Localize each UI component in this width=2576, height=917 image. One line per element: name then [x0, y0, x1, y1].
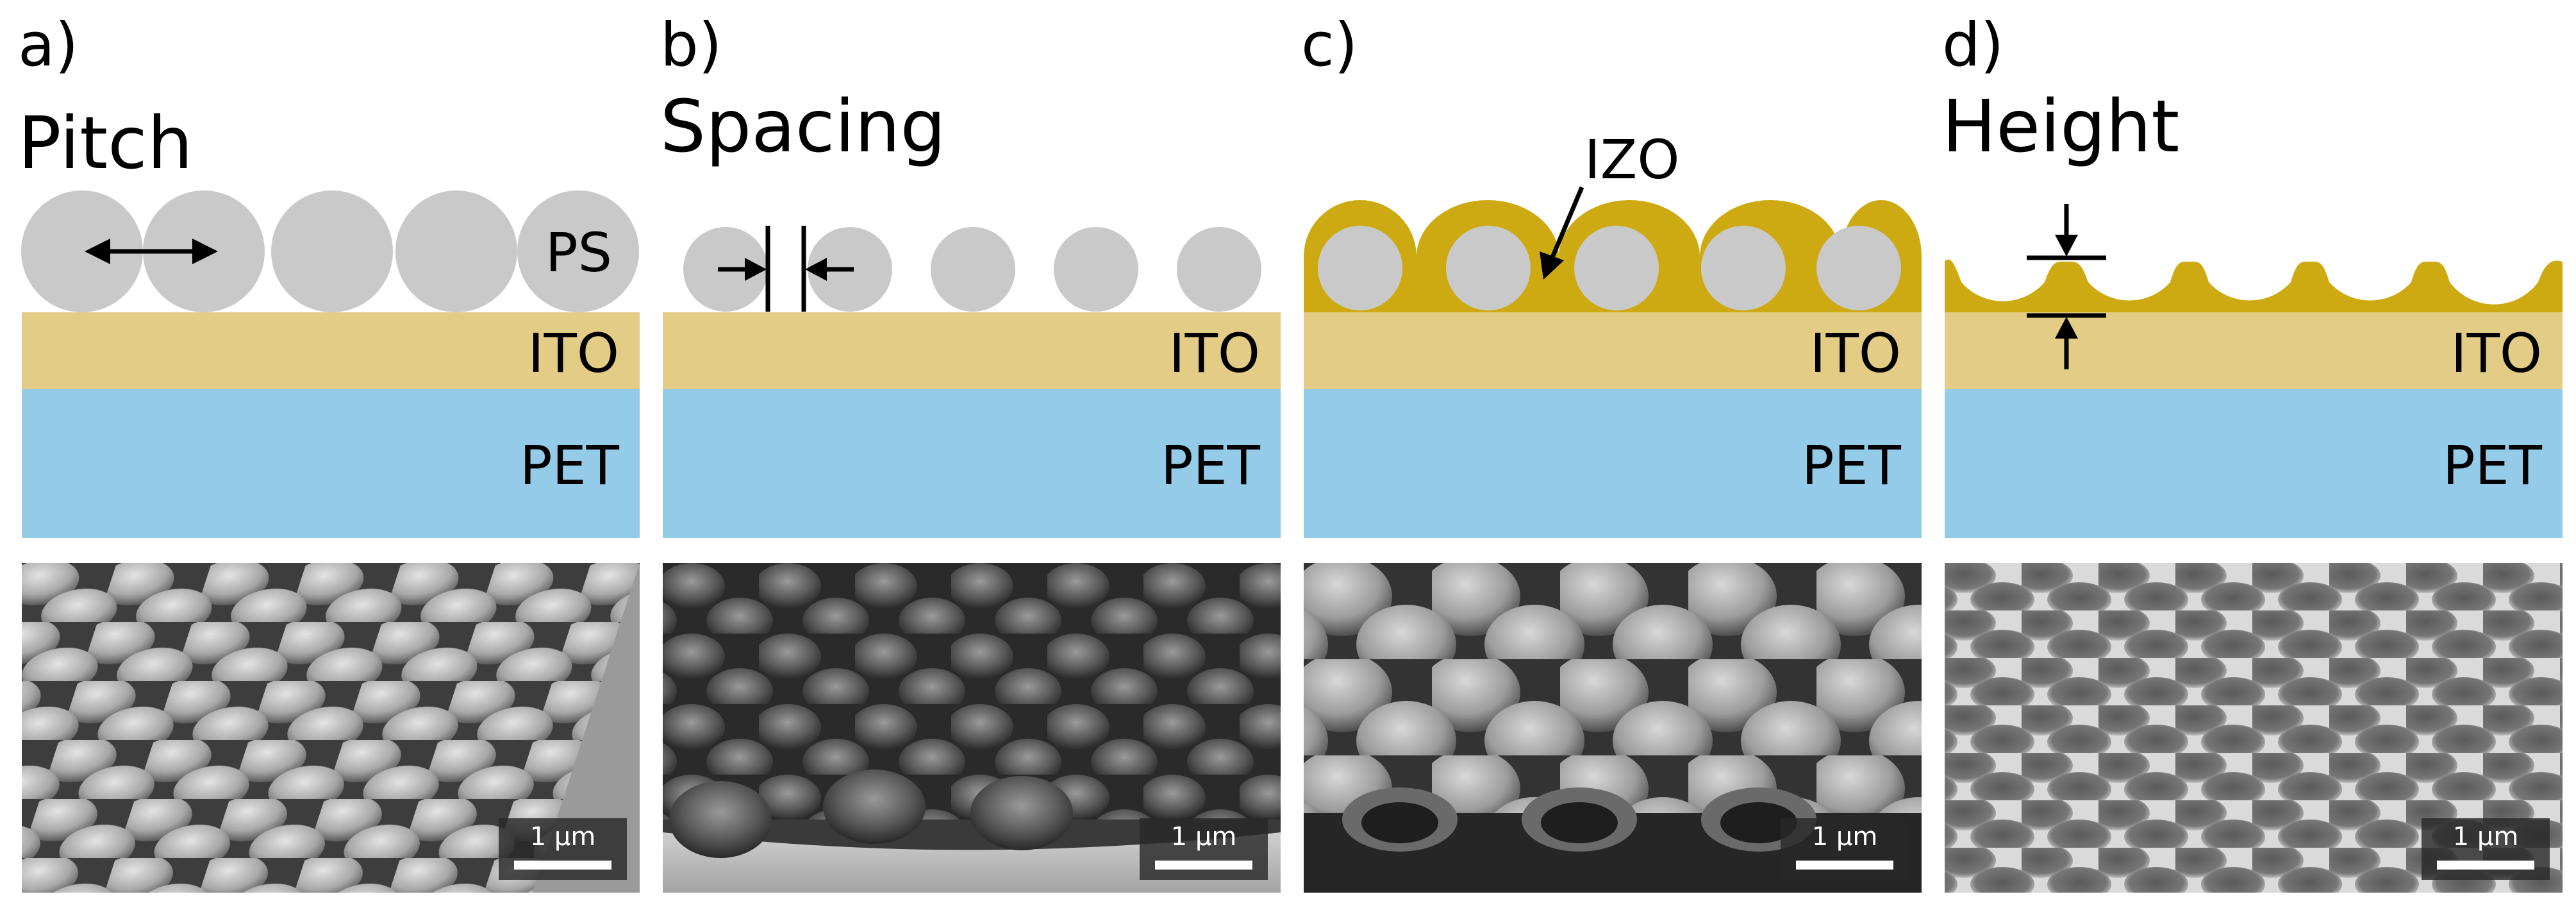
- ps-sphere: [271, 190, 393, 312]
- panel-b-scalebar-label: 1 μm: [1170, 822, 1237, 852]
- panel-c-ps-spheres: [1318, 226, 1901, 310]
- panel-b-ito-label: ITO: [1169, 322, 1260, 385]
- panel-c-pet-label: PET: [1802, 434, 1902, 497]
- ps-sphere: [1446, 226, 1531, 310]
- panel-c-izo-label: IZO: [1584, 128, 1679, 191]
- panel-d-scalebar: 1 μm: [2422, 818, 2550, 880]
- panel-b-pet-label: PET: [1161, 434, 1261, 497]
- panel-d-pet-layer: [1945, 389, 2563, 538]
- panel-c-pet-layer: [1304, 389, 1922, 538]
- panel-c: c) IZO ITO PET: [1301, 10, 1922, 538]
- panel-c-scalebar-label: 1 μm: [1811, 822, 1878, 852]
- panel-a-micrograph: 1 μm: [22, 563, 640, 893]
- panel-b: b) Spacing ITO PET: [660, 10, 1281, 538]
- panel-d-title: Height: [1942, 85, 2179, 169]
- panel-b-scalebar-line: [1155, 861, 1252, 870]
- panel-a-scalebar-line: [514, 861, 611, 870]
- panel-d: d) Height ITO PET: [1942, 10, 2563, 538]
- panel-c-ito-label: ITO: [1810, 322, 1901, 385]
- panel-a-pet-layer: [22, 389, 640, 538]
- ps-sphere: [1177, 227, 1261, 312]
- panel-d-izo-layer: [1945, 259, 2563, 312]
- panel-b-letter: b): [660, 10, 722, 80]
- panel-d-letter: d): [1942, 10, 2004, 80]
- ps-sphere: [1701, 226, 1786, 310]
- ps-sphere: [1574, 226, 1659, 310]
- panel-d-micrograph: 1 μm: [1945, 563, 2563, 893]
- izo-pointer-arrow-icon: [1540, 186, 1584, 280]
- sem-micrograph-icon: [663, 563, 1281, 893]
- panel-a-ito-layer: [22, 312, 640, 389]
- panel-a-ito-label: ITO: [528, 322, 619, 385]
- pitch-double-arrow-icon: [85, 239, 218, 264]
- panel-c-scalebar-line: [1796, 861, 1893, 870]
- panel-c-ito-layer: [1304, 312, 1922, 389]
- spacing-arrows-icon: [718, 226, 854, 312]
- panel-c-scalebar: 1 μm: [1781, 818, 1909, 880]
- panel-a-title: Pitch: [18, 102, 193, 185]
- panel-d-scalebar-line: [2437, 861, 2534, 870]
- ps-sphere: [395, 190, 517, 312]
- panel-a-scalebar: 1 μm: [499, 818, 627, 880]
- ps-sphere: [517, 190, 639, 312]
- panel-c-letter: c): [1301, 10, 1358, 80]
- ps-sphere: [931, 227, 1015, 312]
- panel-b-pet-layer: [663, 389, 1281, 538]
- panel-d-ito-layer: [1945, 312, 2563, 389]
- sem-micrograph-icon: [22, 563, 640, 893]
- ps-sphere: [1816, 226, 1901, 310]
- panel-a-ps-label: PS: [545, 221, 612, 284]
- ps-sphere: [1318, 226, 1402, 310]
- panel-c-micrograph: 1 μm: [1304, 563, 1922, 893]
- panel-a-pet-label: PET: [520, 434, 620, 497]
- panel-b-title: Spacing: [660, 85, 946, 169]
- height-arrows-icon: [2027, 204, 2106, 369]
- panel-a: a) Pitch PS ITO PET: [18, 10, 640, 538]
- panel-d-ito-label: ITO: [2451, 322, 2542, 385]
- ps-sphere: [1054, 227, 1138, 312]
- panel-b-micrograph: 1 μm: [663, 563, 1281, 893]
- ps-sphere: [21, 190, 143, 312]
- sem-micrograph-icon: [1304, 563, 1922, 893]
- panel-b-ito-layer: [663, 312, 1281, 389]
- panel-a-scalebar-label: 1 μm: [529, 822, 596, 852]
- panel-d-pet-label: PET: [2443, 434, 2543, 497]
- panel-d-scalebar-label: 1 μm: [2452, 822, 2519, 852]
- panel-a-letter: a): [18, 10, 78, 80]
- panel-b-scalebar: 1 μm: [1140, 818, 1268, 880]
